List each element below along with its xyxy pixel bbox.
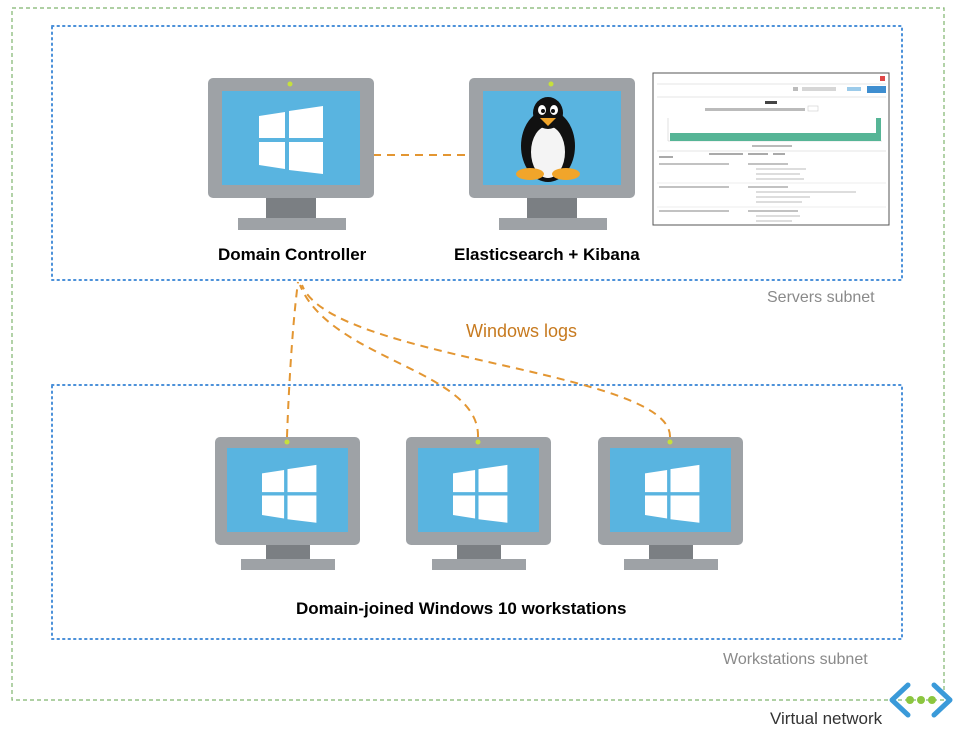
workstations-subnet-label: Workstations subnet [723,651,868,668]
log-arrow-ws2 [299,284,480,438]
domain-controller-monitor [208,78,374,230]
kibana-screenshot [652,72,890,226]
domain-controller-label: Domain Controller [218,245,367,264]
elastic-kibana-label: Elasticsearch + Kibana [454,245,640,264]
virtual-network-boundary [11,7,945,701]
elastic-kibana-monitor [469,78,635,230]
log-arrow-ws3 [301,284,672,438]
servers-subnet-label: Servers subnet [767,289,875,306]
workstation-monitor [215,437,360,570]
workstations-subnet-boundary [51,384,903,640]
log-arrow-ws1 [286,281,299,438]
workstation-monitor [406,437,551,570]
workstations-label: Domain-joined Windows 10 workstations [296,599,627,618]
workstation-monitor [598,437,743,570]
windows-logs-label: Windows logs [466,321,578,341]
servers-subnet-boundary [51,25,903,281]
virtual-network-icon [889,682,953,718]
linux-tux-icon [516,97,580,182]
virtual-network-label: Virtual network [770,709,883,728]
